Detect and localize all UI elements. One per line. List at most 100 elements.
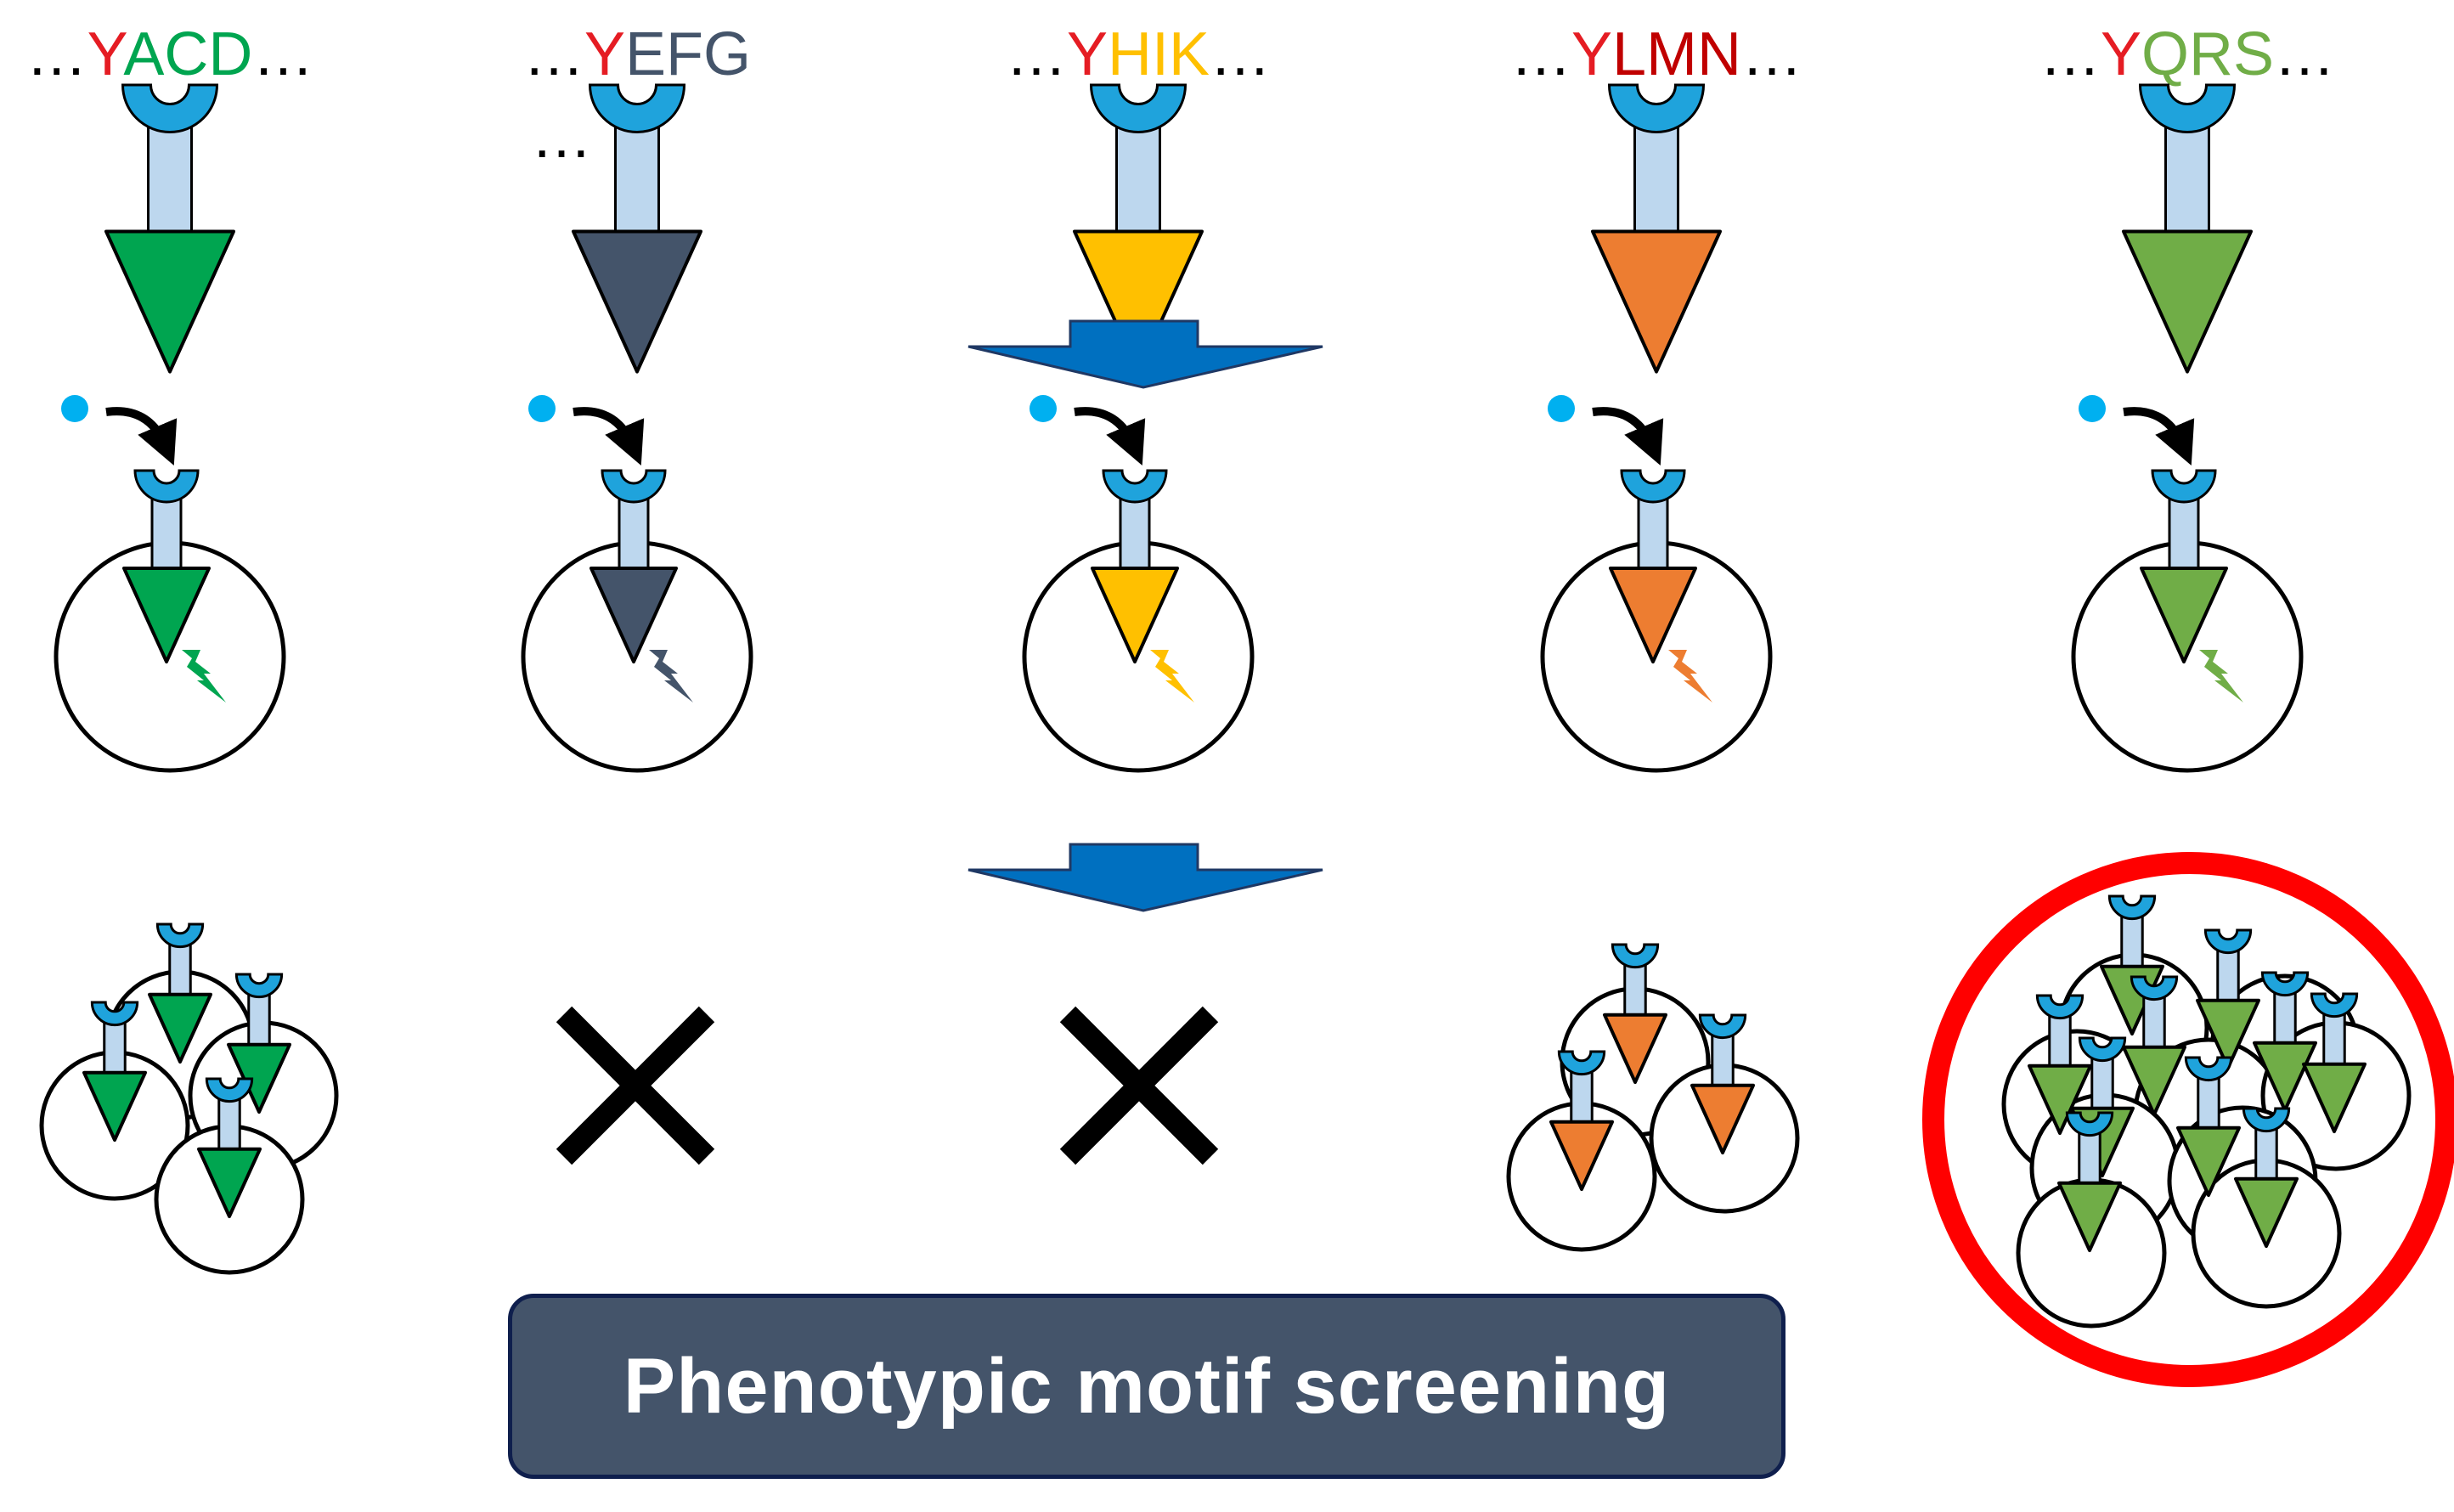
signaling-domain-triangle	[82, 1070, 147, 1142]
cluster-receptor	[2057, 1111, 2122, 1252]
receptor-binding-cup-icon	[601, 469, 667, 504]
receptor-stem	[247, 993, 271, 1047]
cluster-receptor	[82, 1001, 147, 1142]
cell-receptor	[2140, 469, 2228, 663]
signaling-cell-row	[54, 395, 2304, 773]
receptor-binding-cup-icon	[1620, 469, 1686, 504]
receptor-construct-c4	[1591, 83, 1722, 374]
receptor-binding-cup-icon	[121, 83, 219, 133]
receptor-stem	[168, 943, 192, 996]
receptor-binding-cup-icon	[2107, 894, 2157, 921]
receptor-stem	[217, 1097, 241, 1151]
receptor-stem	[1623, 963, 1647, 1017]
receptor-binding-cup-icon	[1698, 1013, 1747, 1040]
ligand-dot-icon	[528, 395, 556, 422]
cluster-receptor	[1690, 1013, 1755, 1154]
receptor-construct-c5	[2122, 83, 2253, 374]
signaling-domain-triangle	[2253, 1041, 2317, 1112]
binding-arrow-icon	[1592, 407, 1664, 465]
receptor-stem	[147, 126, 193, 233]
cluster-receptor	[197, 1077, 262, 1218]
receptor-binding-cup-icon	[2260, 971, 2310, 997]
cluster-receptor	[2028, 994, 2092, 1135]
receptor-stem	[2322, 1013, 2346, 1066]
banner-label: Phenotypic motif screening	[623, 1342, 1671, 1430]
selected-motif-ring	[1922, 852, 2454, 1387]
signal-lightning-icon	[2199, 650, 2243, 702]
cluster-receptor	[2253, 971, 2317, 1112]
outcome-c4	[1506, 943, 1800, 1252]
ligand-dot-icon	[61, 395, 88, 422]
receptor-binding-cup-icon	[1102, 469, 1168, 504]
receptor-row	[104, 83, 2253, 374]
receptor-stem	[2142, 996, 2166, 1049]
receptor-binding-cup-icon	[234, 973, 284, 999]
receptor-stem	[618, 497, 650, 570]
signaling-domain-triangle	[1609, 567, 1697, 663]
transduced-cell-c4	[1540, 395, 1773, 773]
signaling-domain-triangle	[572, 229, 702, 374]
signaling-domain-triangle	[1690, 1083, 1755, 1154]
step-arrows	[967, 319, 1323, 912]
signaling-domain-triangle	[104, 229, 235, 374]
transduced-cell-c2	[521, 395, 753, 773]
cluster-receptor	[2176, 1056, 2241, 1197]
receptor-binding-cup-icon	[2035, 994, 2084, 1020]
outcome-c5	[1922, 852, 2454, 1387]
step-arrow-expression	[967, 319, 1323, 389]
binding-arrow-icon	[573, 407, 645, 465]
ligand-dot-icon	[2079, 395, 2106, 422]
receptor-stem	[2216, 949, 2240, 1002]
receptor-stem	[2168, 497, 2200, 570]
receptor-stem	[2273, 991, 2297, 1045]
ligand-dot-icon	[1030, 395, 1057, 422]
cluster-receptor	[2122, 975, 2186, 1116]
receptor-stem	[2120, 915, 2144, 968]
binding-arrow-icon	[2123, 407, 2195, 465]
transduced-cell-c3	[1022, 395, 1255, 773]
receptor-binding-cup-icon	[133, 469, 200, 504]
signaling-domain-triangle	[1091, 567, 1179, 663]
cell-receptor	[122, 469, 211, 663]
receptor-stem	[1711, 1034, 1735, 1087]
receptor-stem	[1570, 1070, 1594, 1124]
cluster-receptor	[148, 922, 212, 1063]
receptor-binding-cup-icon	[1557, 1050, 1606, 1076]
signaling-domain-triangle	[2122, 229, 2253, 374]
receptor-binding-cup-icon	[2310, 992, 2359, 1018]
receptor-stem	[1115, 126, 1161, 233]
cell-receptor	[590, 469, 678, 663]
receptor-construct-c3	[1073, 83, 1204, 374]
motif-sequence-c4: …YLMN…	[1510, 20, 1802, 88]
receptor-construct-c2	[572, 83, 702, 374]
motif-sequence-row: …YACD……YEFG……YHIK……YLMN……YQRS…	[26, 20, 2335, 171]
receptor-stem	[1633, 126, 1679, 233]
receptor-binding-cup-icon	[2151, 469, 2217, 504]
signal-lightning-icon	[1668, 650, 1712, 702]
no-proliferation-x-icon	[1059, 1006, 1219, 1165]
no-proliferation-x-icon	[556, 1006, 715, 1165]
signal-lightning-icon	[649, 650, 693, 702]
ligand-dot-icon	[1548, 395, 1575, 422]
transduced-cell-c5	[2071, 395, 2304, 773]
cluster-receptor	[2234, 1107, 2299, 1248]
cluster-receptor	[2302, 992, 2367, 1133]
receptor-binding-cup-icon	[1611, 943, 1660, 969]
receptor-stem	[2197, 1076, 2220, 1130]
motif-sequence-c5: …YQRS…	[2039, 20, 2335, 88]
receptor-binding-cup-icon	[205, 1077, 254, 1103]
cluster-receptor	[1549, 1050, 1614, 1191]
receptor-stem	[2254, 1127, 2278, 1181]
signaling-domain-triangle	[590, 567, 678, 663]
receptor-stem	[2078, 1131, 2101, 1185]
step-arrow-selection	[967, 843, 1323, 912]
receptor-binding-cup-icon	[1089, 83, 1188, 133]
receptor-binding-cup-icon	[2242, 1107, 2291, 1133]
receptor-binding-cup-icon	[1607, 83, 1706, 133]
receptor-binding-cup-icon	[2138, 83, 2237, 133]
binding-arrow-icon	[1074, 407, 1146, 465]
signal-lightning-icon	[1150, 650, 1194, 702]
receptor-stem	[2090, 1057, 2114, 1110]
receptor-binding-cup-icon	[155, 922, 205, 949]
signaling-domain-triangle	[2234, 1176, 2299, 1248]
